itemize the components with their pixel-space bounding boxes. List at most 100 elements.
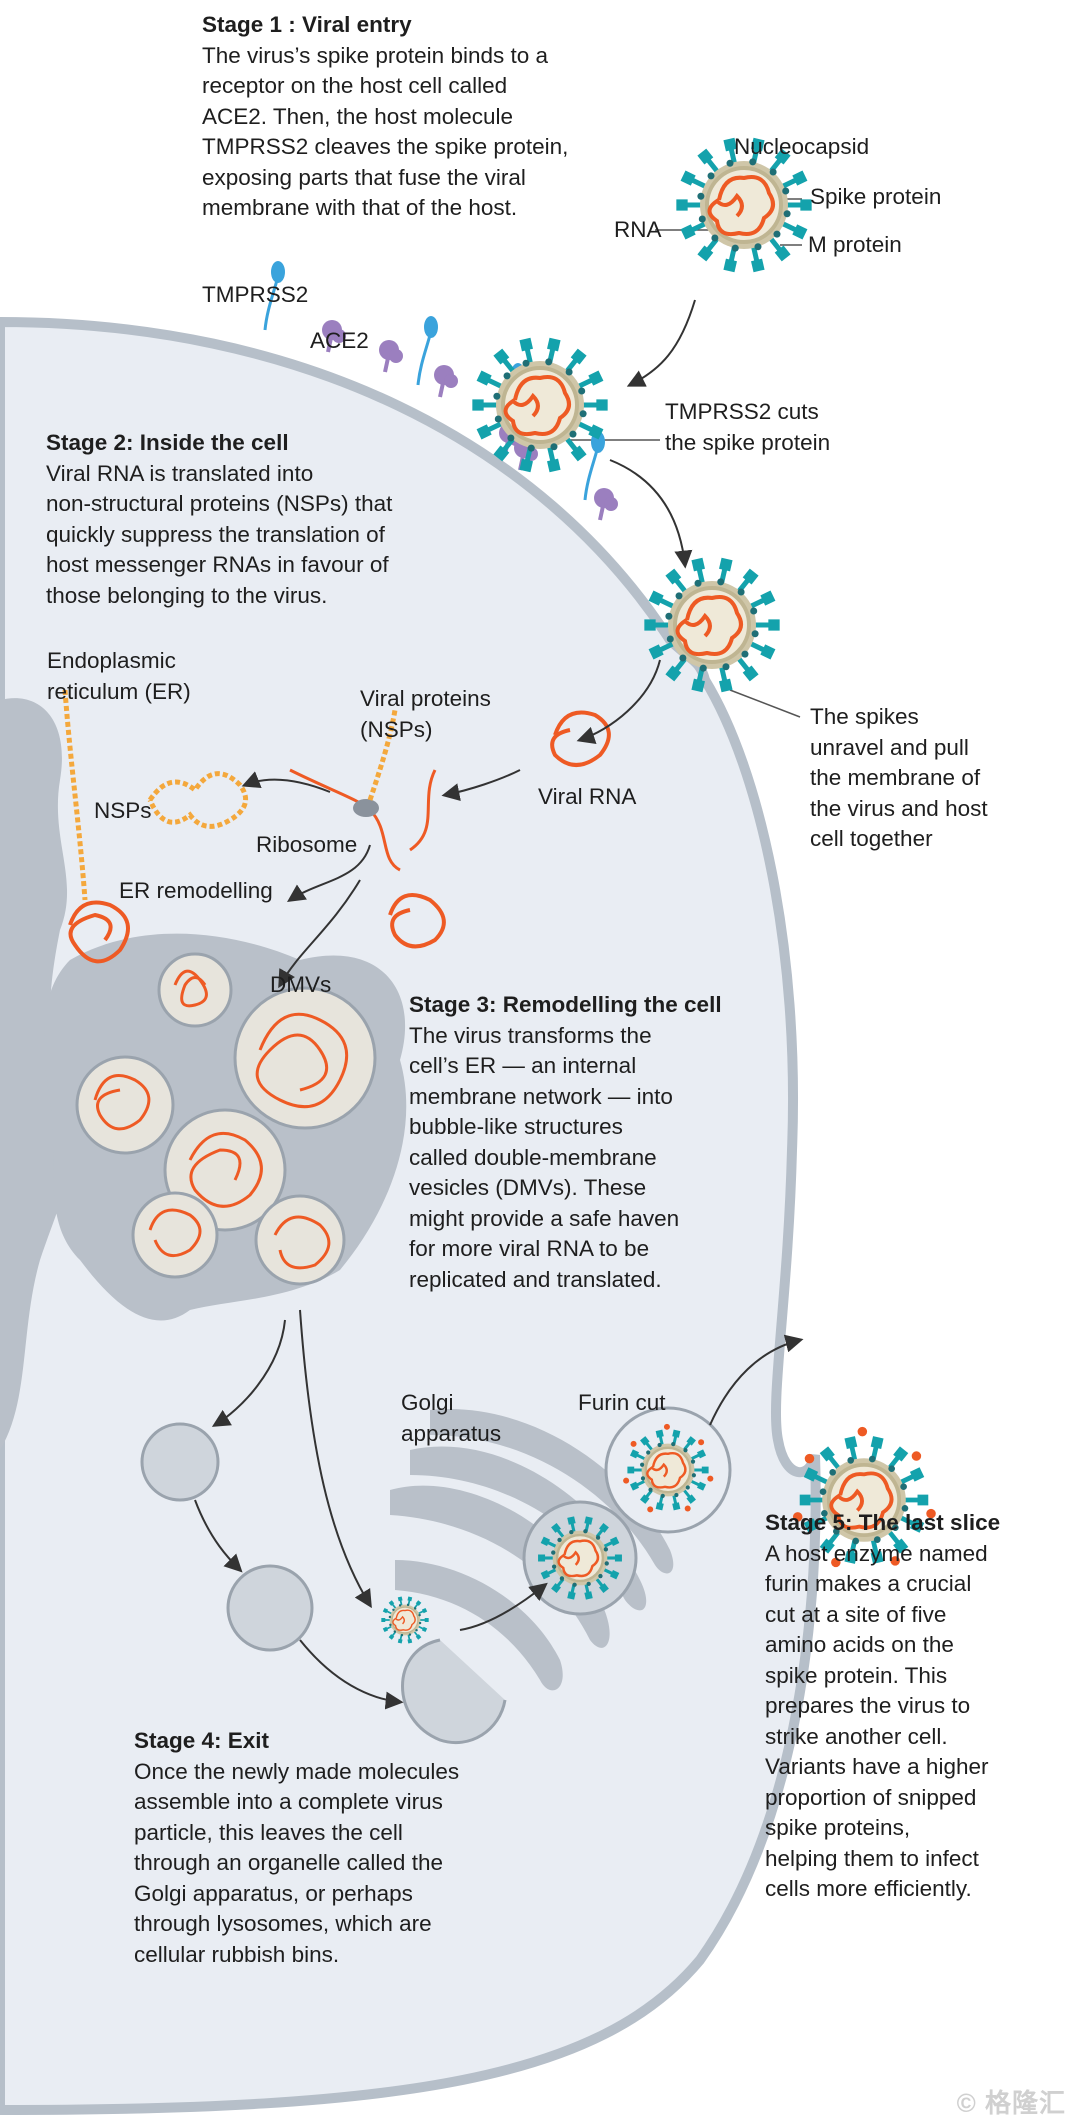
ace2-receptor-icon — [322, 320, 346, 353]
stage4-line: through an organelle called the — [134, 1850, 443, 1875]
stage5-line: helping them to infect — [765, 1845, 979, 1871]
endoplasmic-reticulum — [0, 698, 77, 1450]
label-line: Golgi — [401, 1390, 454, 1415]
stage3-line: replicated and translated. — [409, 1266, 662, 1292]
stage3-block: Stage 3: Remodelling the cell The virus … — [409, 990, 722, 1295]
stage4-line: particle, this leaves the cell — [134, 1819, 403, 1845]
stage4-line: cellular rubbish bins. — [134, 1941, 340, 1967]
stage2-line: those belonging to the virus. — [46, 582, 328, 608]
virus-particle — [644, 557, 780, 693]
stage4-line: Once the newly made molecules — [134, 1758, 460, 1784]
rna-icon — [503, 375, 571, 437]
dmv-rna — [93, 969, 349, 1270]
arrows — [194, 299, 804, 1710]
stage5-line: cut at a site of five — [765, 1601, 947, 1627]
label-furin-cut: Furin cut — [578, 1390, 666, 1415]
label-viral-rna: Viral RNA — [538, 784, 637, 809]
rna-icon — [829, 1471, 894, 1530]
stage3-line: might provide a safe haven — [409, 1205, 680, 1231]
stage1-line: exposing parts that fuse the viral — [202, 164, 526, 190]
label-line: Endoplasmic — [47, 648, 176, 673]
label-line: the spike protein — [665, 429, 831, 455]
label-ace2: ACE2 — [310, 328, 369, 353]
rna-icon — [392, 1609, 416, 1631]
label-line: the virus and host — [810, 795, 988, 821]
label-tmprss2: TMPRSS2 — [202, 282, 309, 307]
host-cell — [0, 316, 821, 2116]
stage3-line: vesicles (DMVs). These — [409, 1175, 647, 1200]
label-line: apparatus — [401, 1420, 502, 1446]
stage1-line: TMPRSS2 cleaves the spike protein, — [202, 134, 569, 159]
stage5-line: proportion of snipped — [765, 1784, 977, 1810]
rna-icon — [675, 595, 743, 657]
stage1-line: receptor on the host cell called — [202, 73, 508, 98]
ace2-receptor-icon — [379, 340, 403, 373]
stage2-line: quickly suppress the translation of — [46, 521, 385, 547]
label-dmvs: DMVs — [270, 972, 332, 997]
label-line: the membrane of — [810, 765, 981, 790]
stage4-block: Stage 4: Exit Once the newly made molecu… — [134, 1726, 459, 1970]
stage5-title: Stage 5: The last slice — [765, 1510, 1001, 1535]
tmprss2-cuts-label: TMPRSS2 cuts the spike protein — [665, 397, 830, 458]
stage5-line: cells more efficiently. — [765, 1876, 972, 1901]
label-er-remodelling: ER remodelling — [119, 878, 273, 903]
label-line: cell together — [810, 826, 933, 851]
spikes-unravel-label: The spikes unravel and pull the membrane… — [810, 702, 988, 855]
label-nsps: NSPs — [94, 798, 152, 823]
stage2-line: non-structural proteins (NSPs) that — [46, 491, 393, 516]
label-spike-protein: Spike protein — [810, 184, 942, 209]
stage3-line: membrane network — into — [409, 1083, 673, 1109]
stage5-line: spike proteins, — [765, 1815, 911, 1840]
label-line: Viral proteins — [360, 686, 491, 711]
stage1-title: Stage 1 : Viral entry — [202, 12, 412, 37]
stage5-line: furin makes a crucial — [765, 1571, 972, 1596]
stage4-line: Golgi apparatus, or perhaps — [134, 1880, 413, 1906]
ace2-receptor-icon — [594, 488, 618, 521]
virus-particles — [381, 137, 936, 1644]
stage4-line: assemble into a complete virus — [134, 1789, 443, 1814]
watermark: © 格隆汇 — [956, 2088, 1066, 2118]
label-ribosome: Ribosome — [256, 832, 358, 857]
stage5-line: prepares the virus to — [765, 1693, 971, 1718]
label-er: Endoplasmic reticulum (ER) — [47, 646, 191, 707]
translation — [62, 689, 437, 901]
stage5-line: spike protein. This — [765, 1662, 948, 1688]
stage5-line: Variants have a higher — [765, 1754, 989, 1779]
stage5-block: Stage 5: The last slice A host enzyme na… — [765, 1508, 1000, 1905]
rna-icon — [557, 1539, 600, 1578]
stage1-line: membrane with that of the host. — [202, 195, 518, 220]
stage2-block: Stage 2: Inside the cell Viral RNA is tr… — [46, 428, 392, 611]
stage3-line: called double-membrane — [409, 1144, 657, 1170]
label-nucleocapsid: Nucleocapsid — [734, 134, 870, 159]
stage2-title: Stage 2: Inside the cell — [46, 430, 289, 455]
stage3-line: The virus transforms the — [409, 1022, 652, 1048]
stage3-title: Stage 3: Remodelling the cell — [409, 992, 722, 1017]
stage5-line: A host enzyme named — [765, 1540, 988, 1566]
virus-particle — [792, 1426, 936, 1568]
ribosome-icon — [353, 799, 379, 817]
virus-particle — [472, 337, 608, 473]
label-line: TMPRSS2 cuts — [665, 399, 819, 424]
stage3-line: for more viral RNA to be — [409, 1236, 650, 1261]
stage3-line: cell’s ER — an internal — [409, 1053, 637, 1078]
stage4-title: Stage 4: Exit — [134, 1728, 270, 1753]
virus-particle — [538, 1516, 622, 1600]
stage2-line: host messenger RNAs in favour of — [46, 552, 389, 577]
stage1-line: The virus’s spike protein binds to a — [202, 42, 549, 68]
label-viral-proteins: Viral proteins (NSPs) — [360, 684, 491, 745]
label-line: (NSPs) — [360, 716, 433, 742]
label-rna: RNA — [614, 217, 662, 242]
label-line: The spikes — [810, 704, 919, 729]
tmprss2-receptor-icon — [416, 316, 438, 386]
stage2-line: Viral RNA is translated into — [46, 460, 314, 486]
ace2-receptor-icon — [434, 365, 458, 398]
label-line: reticulum (ER) — [47, 678, 191, 704]
label-line: unravel and pull — [810, 734, 969, 760]
virus-particle — [623, 1423, 714, 1513]
virus-particle — [381, 1596, 429, 1644]
er-remodelling-rna — [68, 710, 611, 964]
stage5-line: amino acids on the — [765, 1632, 954, 1657]
label-m-protein: M protein — [808, 232, 902, 257]
